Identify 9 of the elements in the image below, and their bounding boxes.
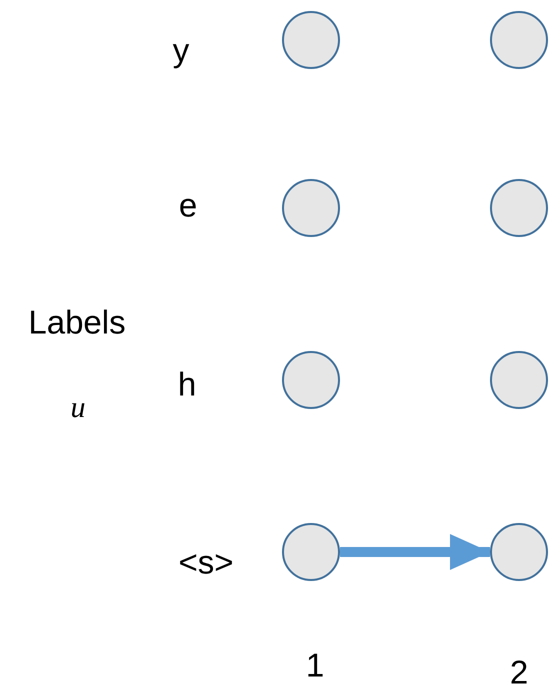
math-symbol: u	[70, 393, 86, 423]
arrow	[340, 534, 490, 570]
step-number: 2	[510, 656, 528, 688]
token-label: <s>	[178, 546, 234, 578]
token-label: y	[172, 34, 190, 66]
step-number: 1	[306, 648, 324, 682]
token-label: h	[178, 368, 196, 400]
axis-label: Labels	[28, 306, 126, 338]
token-label: e	[178, 188, 198, 222]
